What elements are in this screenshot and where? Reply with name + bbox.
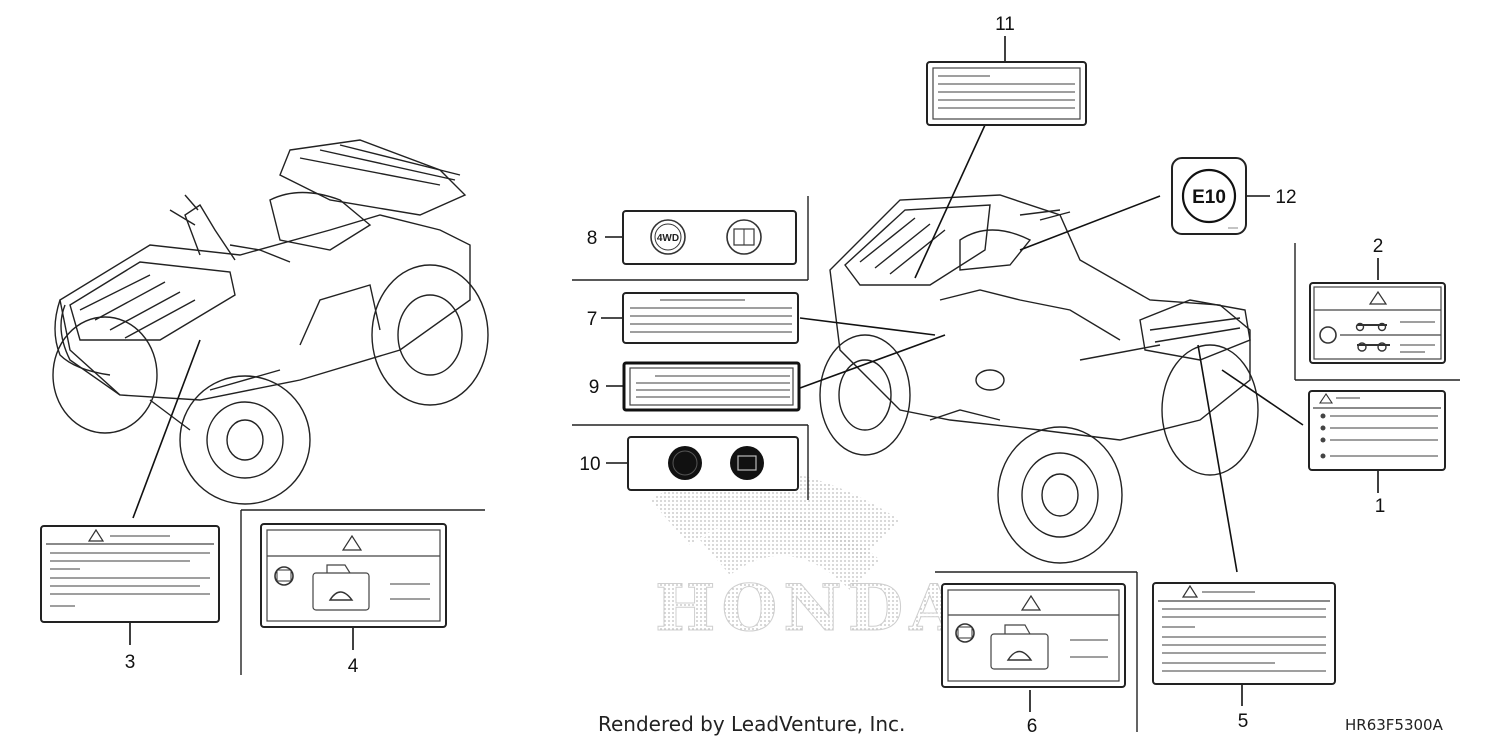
callout-4: 4 <box>348 656 359 677</box>
callout-numbers: 3 4 8 7 9 10 11 12 2 1 5 6 <box>125 14 1386 737</box>
label-part-12[interactable]: E10 <box>1171 157 1247 235</box>
label-part-9[interactable] <box>622 361 801 412</box>
callout-7: 7 <box>587 309 598 330</box>
callout-5: 5 <box>1238 711 1249 732</box>
label-part-10[interactable] <box>627 436 799 491</box>
label-part-4[interactable] <box>260 523 447 628</box>
watermark-text: HONDA <box>655 571 965 646</box>
callout-6: 6 <box>1027 716 1038 737</box>
credit-text: Rendered by LeadVenture, Inc. <box>598 712 906 736</box>
atv-rear-view <box>819 194 1259 564</box>
manual-dark-icon <box>730 446 764 480</box>
label-part-6[interactable] <box>941 583 1126 688</box>
label-part-8[interactable]: 4WD <box>622 210 797 265</box>
callout-12: 12 <box>1275 187 1296 208</box>
honda-watermark: HONDA <box>650 469 965 647</box>
label-part-2[interactable] <box>1309 282 1446 364</box>
callout-11: 11 <box>995 14 1015 35</box>
atv-front-view <box>52 139 489 505</box>
4wd-icon: 4WD <box>657 233 679 244</box>
diagram-code: HR63F5300A <box>1345 716 1443 734</box>
callout-8: 8 <box>587 228 598 249</box>
label-part-11[interactable] <box>926 61 1087 126</box>
label-part-3[interactable] <box>40 525 220 623</box>
leader-lines <box>129 36 1379 712</box>
divider-lines <box>240 196 1460 732</box>
label-part-5[interactable] <box>1152 582 1336 685</box>
callout-2: 2 <box>1373 236 1384 257</box>
callout-9: 9 <box>589 377 600 398</box>
label-part-7[interactable] <box>622 292 799 344</box>
callout-10: 10 <box>579 454 600 475</box>
callout-3: 3 <box>125 652 136 673</box>
label-part-1[interactable] <box>1308 390 1446 471</box>
e10-badge: E10 <box>1192 187 1226 208</box>
callout-1: 1 <box>1375 496 1386 517</box>
